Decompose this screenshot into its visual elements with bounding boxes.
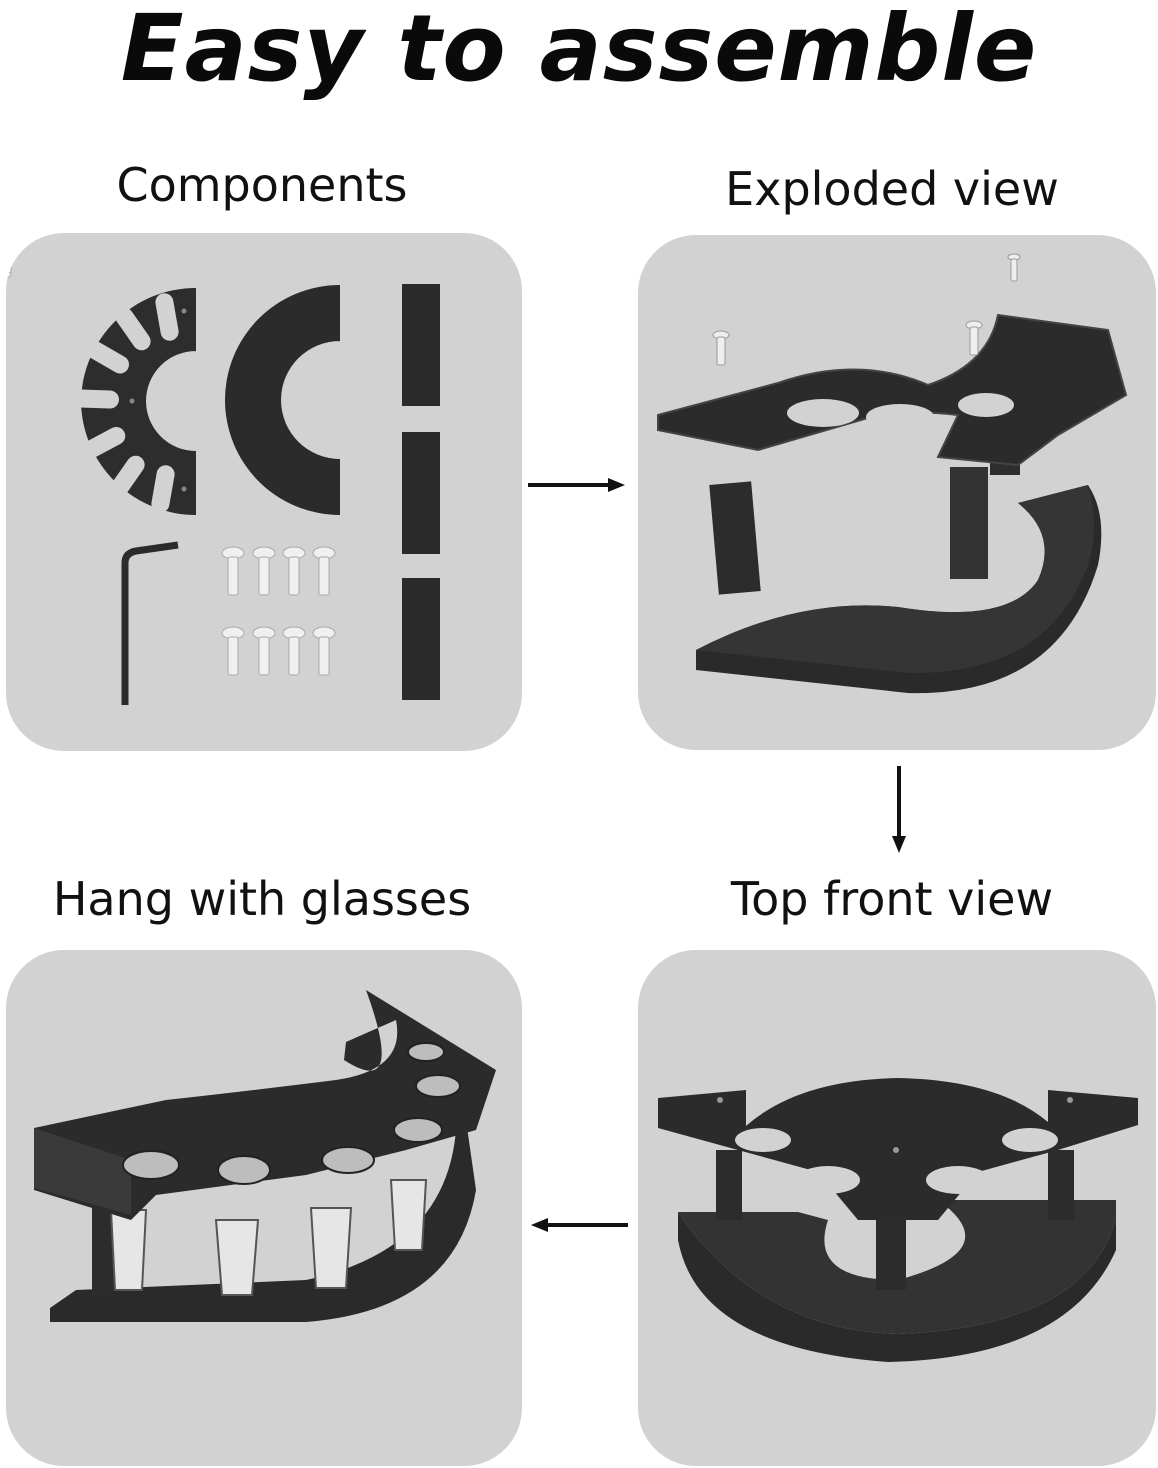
top-front-view-panel (638, 950, 1156, 1466)
arrow-down (892, 766, 906, 853)
exploded-view-illustration (657, 253, 1128, 694)
exploded-view-panel (638, 235, 1156, 750)
label-top-front-view: Top front view (730, 872, 1054, 926)
screws (6, 233, 18, 278)
base-piece (225, 285, 340, 515)
hang-base (50, 1120, 476, 1322)
leg-piece-1 (402, 284, 440, 406)
exploded-leg-1 (709, 481, 761, 595)
exploded-top-piece (658, 315, 1126, 465)
arrow-left (531, 1218, 628, 1232)
top-front-base (678, 1212, 1116, 1362)
hang-with-glasses-illustration (34, 990, 496, 1322)
allen-key (121, 541, 179, 705)
shot-glasses (109, 1179, 428, 1296)
label-exploded-view: Exploded view (725, 162, 1059, 216)
page-title: Easy to assemble (120, 0, 1038, 102)
glass-tops (122, 1042, 461, 1185)
leg-piece-3 (402, 578, 440, 700)
label-hang-with-glasses: Hang with glasses (52, 872, 472, 926)
exploded-leg-2 (950, 467, 988, 579)
hang-with-glasses-panel (6, 950, 522, 1466)
label-components: Components (116, 158, 408, 212)
components-panel (6, 233, 522, 751)
arrow-right (528, 478, 625, 492)
leg-piece-2 (402, 432, 440, 554)
exploded-screws (712, 253, 1021, 366)
top-front-view-illustration (658, 1078, 1138, 1362)
slotted-top-piece (81, 288, 196, 515)
components-illustration (6, 233, 440, 705)
